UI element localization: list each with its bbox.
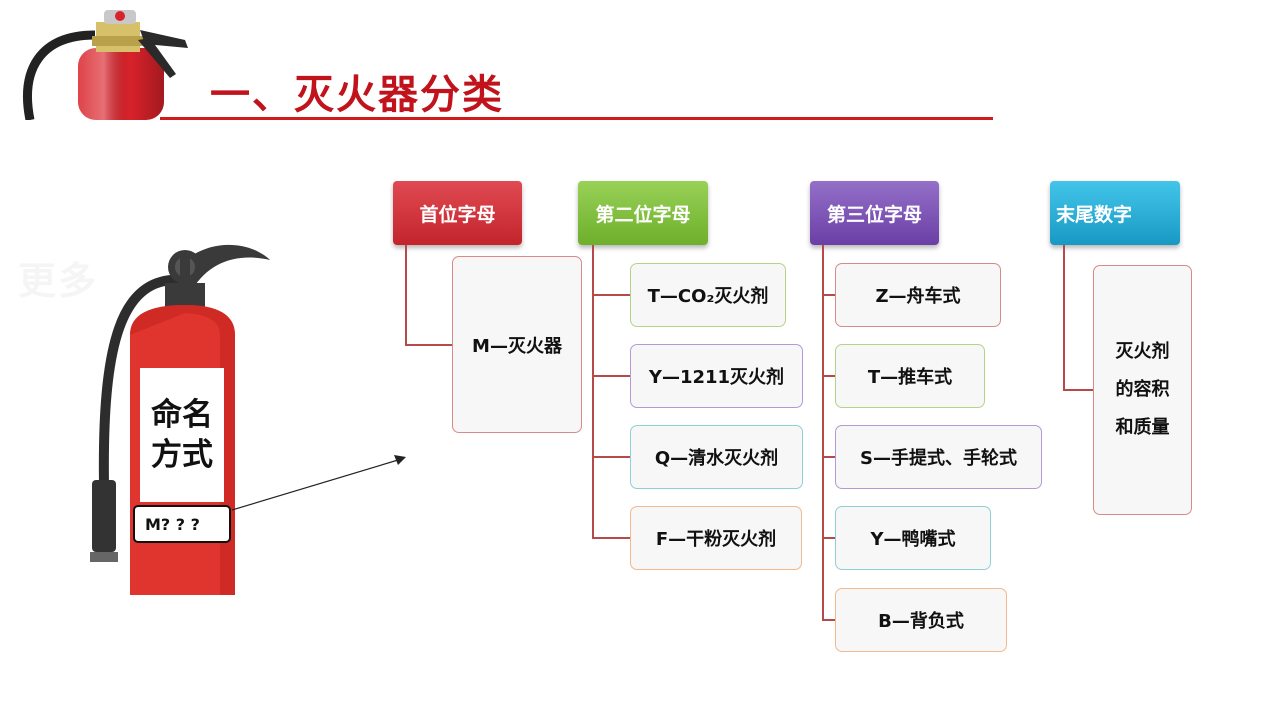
third-letter-item: S—手提式、手轮式 — [835, 425, 1042, 489]
naming-label: 命名 方式 — [140, 368, 224, 502]
model-code-box: M? ? ? — [133, 505, 231, 543]
connector-line — [592, 294, 630, 296]
connector-line — [822, 456, 835, 458]
third-letter-item: Z—舟车式 — [835, 263, 1001, 327]
second-letter-item: F—干粉灭火剂 — [630, 506, 802, 570]
third-letter-item: T—推车式 — [835, 344, 985, 408]
connector-line — [1063, 389, 1093, 391]
header-first-letter: 首位字母 — [393, 181, 522, 245]
connector-line — [822, 294, 835, 296]
connector-line — [592, 245, 594, 539]
connector-line — [405, 245, 407, 345]
first-letter-item: M—灭火器 — [452, 256, 582, 433]
final-number-item: 灭火剂的容积和质量 — [1093, 265, 1192, 515]
title-underline — [160, 117, 993, 120]
connector-line — [822, 619, 835, 621]
connector-line — [822, 537, 835, 539]
connector-line — [592, 375, 630, 377]
extinguisher-photo-icon — [23, 10, 188, 120]
header-final-number: 末尾数字 — [1050, 181, 1180, 245]
third-letter-item: B—背负式 — [835, 588, 1007, 652]
second-letter-item: T—CO₂灭火剂 — [630, 263, 786, 327]
connector-line — [405, 344, 452, 346]
header-third-letter: 第三位字母 — [810, 181, 939, 245]
connector-line — [592, 456, 630, 458]
watermark: 更多 — [18, 259, 99, 303]
third-letter-item: Y—鸭嘴式 — [835, 506, 991, 570]
pointer-arrow — [231, 455, 406, 511]
connector-line — [822, 375, 835, 377]
naming-label-line1: 命名 — [151, 397, 213, 433]
second-letter-item: Y—1211灭火剂 — [630, 344, 803, 408]
header-second-letter: 第二位字母 — [578, 181, 708, 245]
naming-label-line2: 方式 — [151, 437, 213, 473]
connector-line — [592, 537, 630, 539]
connector-line — [822, 245, 824, 621]
connector-line — [1063, 245, 1065, 390]
second-letter-item: Q—清水灭火剂 — [630, 425, 803, 489]
page-title: 一、灭火器分类 — [210, 72, 504, 118]
